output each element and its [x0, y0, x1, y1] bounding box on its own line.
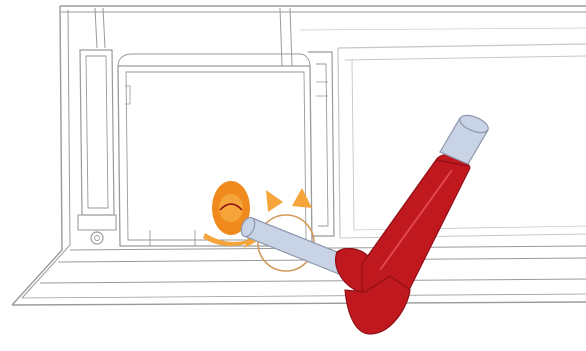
- equipment-drawing: [0, 0, 586, 351]
- illustration: [0, 0, 586, 351]
